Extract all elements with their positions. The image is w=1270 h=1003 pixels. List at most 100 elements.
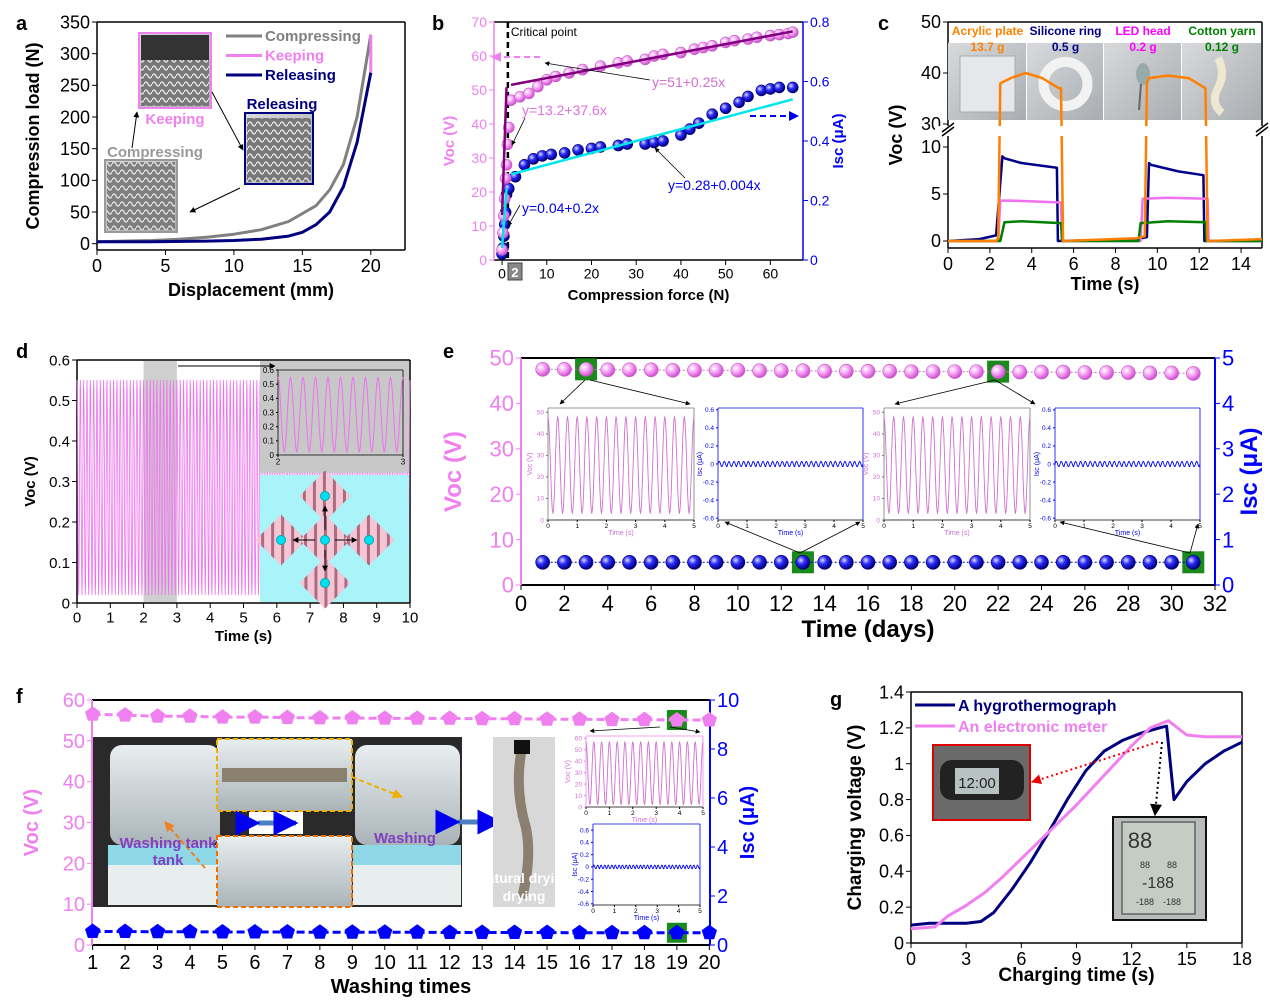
isc-data-point bbox=[474, 924, 490, 939]
arrow-icon bbox=[1189, 523, 1200, 554]
arrow-icon bbox=[351, 776, 403, 799]
x-tick-label: 5 bbox=[692, 523, 696, 530]
isc-data-point bbox=[1055, 554, 1071, 570]
meter-display-text: 12:00 bbox=[958, 775, 996, 792]
x-tick-label: 10 bbox=[374, 952, 396, 974]
x-tick-label: 4 bbox=[677, 908, 681, 915]
y-tick-label: 0 bbox=[931, 231, 941, 251]
y-tick-label: 20 bbox=[537, 474, 545, 481]
y-tick-label: -0.2 bbox=[1040, 479, 1052, 486]
isc-data-point bbox=[502, 182, 515, 195]
electronic-meter-photo: 12:00 bbox=[932, 744, 1031, 821]
charge-dot-icon bbox=[320, 535, 330, 545]
legend-label: Compressing bbox=[265, 28, 361, 45]
arrow-icon bbox=[511, 117, 526, 146]
voc-data-point bbox=[1164, 365, 1179, 381]
x-tick-label: 0 bbox=[906, 949, 916, 969]
voc-data-point bbox=[539, 711, 555, 726]
x-tick-label: 7 bbox=[282, 952, 293, 974]
isc-data-point bbox=[752, 554, 767, 570]
isc-data-point bbox=[1164, 554, 1179, 570]
x-tick-label: 18 bbox=[1232, 949, 1252, 969]
y-tick-label: 0.4 bbox=[263, 394, 275, 403]
y-tick-label: 0.4 bbox=[49, 433, 70, 450]
y-tick-label: 20 bbox=[471, 184, 487, 200]
voc-data-point bbox=[1012, 364, 1028, 380]
x-tick-label: 2 bbox=[631, 810, 635, 817]
y-tick-label: 10 bbox=[575, 793, 583, 800]
arrow-icon bbox=[559, 379, 586, 405]
y2-tick-label: 8 bbox=[717, 739, 728, 761]
y-tick-label: 40 bbox=[575, 758, 583, 765]
fabric-texture bbox=[107, 162, 175, 230]
object-name-label: Silicone ring bbox=[1029, 24, 1101, 38]
voc-data-point bbox=[578, 362, 594, 377]
isc-data-point bbox=[701, 924, 717, 940]
voc-data-point bbox=[507, 710, 523, 726]
axis-break-icon bbox=[1255, 122, 1269, 133]
washing-tank-label: tank bbox=[153, 852, 185, 869]
isc-data-point bbox=[279, 924, 295, 939]
x-tick-label: 4 bbox=[184, 952, 195, 974]
isc-data-point bbox=[535, 554, 550, 570]
y-tick-label: 0.1 bbox=[263, 437, 275, 446]
axis-break-icon bbox=[941, 126, 955, 137]
x-tick-label: 0 bbox=[1053, 523, 1057, 530]
voc-data-point bbox=[214, 709, 231, 724]
x-tick-label: 9 bbox=[347, 952, 358, 974]
x-tick-label: 2 bbox=[634, 908, 638, 915]
panel-letter: g bbox=[830, 689, 842, 711]
x-tick-label: 10 bbox=[402, 609, 419, 626]
y-tick-label: 20 bbox=[575, 781, 583, 788]
x-tick-label: 9 bbox=[1071, 949, 1081, 969]
x-tick-label: 2 bbox=[276, 458, 281, 467]
y-tick-label: 300 bbox=[60, 44, 90, 64]
voc-data-point bbox=[85, 706, 101, 721]
isc-data-point bbox=[558, 147, 571, 159]
x-tick-label: 5 bbox=[698, 908, 702, 915]
y-tick-label: 30 bbox=[63, 813, 85, 835]
voc-data-point bbox=[1077, 365, 1093, 380]
y-tick-label: 40 bbox=[471, 116, 487, 132]
arrow-icon bbox=[507, 204, 521, 227]
hygro-display-text: 88 bbox=[1167, 860, 1177, 870]
x-tick-label: 18 bbox=[899, 591, 923, 616]
x-tick-label: 50 bbox=[718, 265, 734, 281]
axis-break-gap bbox=[935, 126, 1270, 136]
x-tick-label: 0 bbox=[943, 254, 953, 274]
isc-data-point bbox=[733, 96, 745, 109]
fabric-texture bbox=[247, 118, 311, 182]
y-tick-label: 50 bbox=[70, 202, 90, 222]
x-tick-label: 2 bbox=[985, 254, 995, 274]
y-tick-label: 0.3 bbox=[49, 474, 70, 491]
series-line bbox=[948, 220, 1262, 243]
isc-data-point bbox=[1077, 554, 1093, 570]
y-tick-label: 30 bbox=[490, 437, 514, 462]
y-tick-label: 0 bbox=[270, 451, 275, 460]
y2-tick-label: 2 bbox=[1222, 482, 1234, 507]
arrow-icon bbox=[799, 521, 861, 554]
isc-data-point bbox=[773, 554, 789, 570]
x-tick-label: 3 bbox=[1140, 523, 1144, 530]
x-tick-label: 6 bbox=[1069, 254, 1079, 274]
acrylic-plate-shape bbox=[959, 55, 1016, 113]
inset-y-label: Voc (V) bbox=[863, 453, 870, 476]
object-name-label: Cotton yarn bbox=[1188, 24, 1255, 38]
x-tick-label: 30 bbox=[628, 265, 644, 281]
isc-data-point bbox=[377, 924, 393, 939]
x-tick-label: 2 bbox=[1111, 523, 1115, 530]
keeping-label: Keeping bbox=[145, 111, 204, 128]
object-mass-label: 0.5 g bbox=[1052, 40, 1079, 54]
fit-equation-label: y=51+0.25x bbox=[652, 74, 725, 90]
fabric-texture bbox=[141, 60, 209, 106]
y-tick-label: 5 bbox=[931, 184, 941, 204]
voc-data-point bbox=[860, 363, 876, 379]
x-tick-label: 15 bbox=[536, 952, 558, 974]
x-tick-label: 20 bbox=[584, 265, 600, 281]
